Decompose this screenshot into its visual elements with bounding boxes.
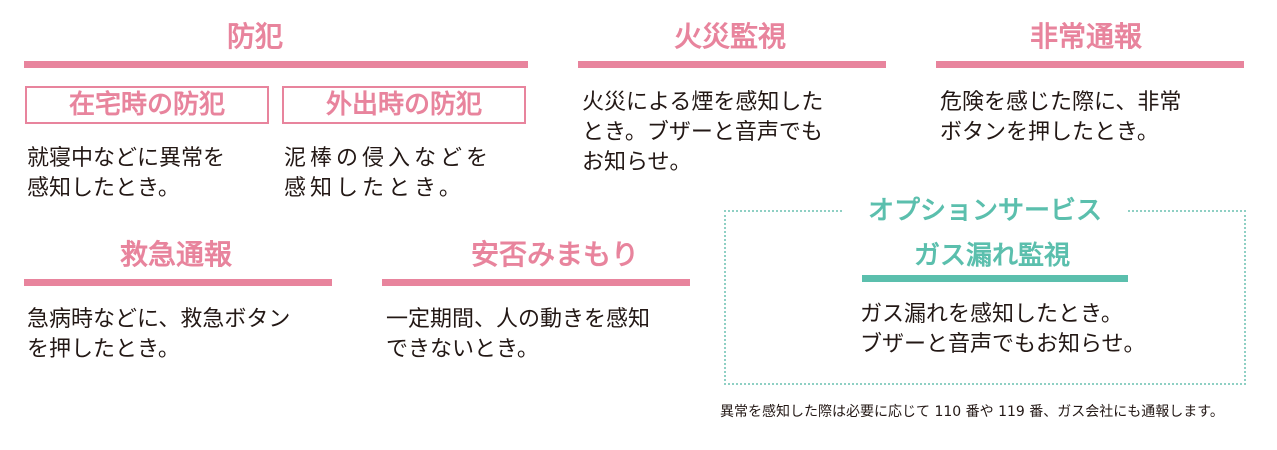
bouhan-heading: 防犯 [226,20,283,53]
zaitaku-text: 就寝中などに異常を 感知したとき。 [27,146,226,201]
gas-underline [862,275,1128,282]
kyukyu-underline [24,279,332,286]
anpi-heading: 安否みまもり [470,238,639,271]
anpi-underline [382,279,690,286]
footnote: 異常を感知した際は必要に応じて 110 番や 119 番、ガス会社にも通報します… [720,404,1224,420]
hijou-heading: 非常通報 [1029,20,1142,53]
hijou-underline [936,61,1244,68]
zaitaku-heading: 在宅時の防犯 [25,86,269,124]
kyukyu-text: 急病時などに、救急ボタン を押したとき。 [27,307,291,362]
kasai-heading: 火災監視 [673,20,786,53]
anpi-text: 一定期間、人の動きを感知 できないとき。 [386,307,651,362]
gaishutsu-text: 泥棒の侵入などを 感知したとき。 [284,146,493,201]
hijou-text: 危険を感じた際に、非常 ボタンを押したとき。 [940,90,1182,145]
gaishutsu-heading: 外出時の防犯 [282,86,526,124]
gas-heading: ガス漏れ監視 [913,241,1070,271]
bouhan-underline [24,61,528,68]
kyukyu-heading: 救急通報 [119,238,232,271]
option-label: オプションサービス [844,195,1126,227]
gas-text: ガス漏れを感知したとき。 ブザーと音声でもお知らせ。 [860,302,1146,357]
kasai-text: 火災による煙を感知した とき。ブザーと音声でも お知らせ。 [582,90,824,175]
kasai-underline [578,61,886,68]
